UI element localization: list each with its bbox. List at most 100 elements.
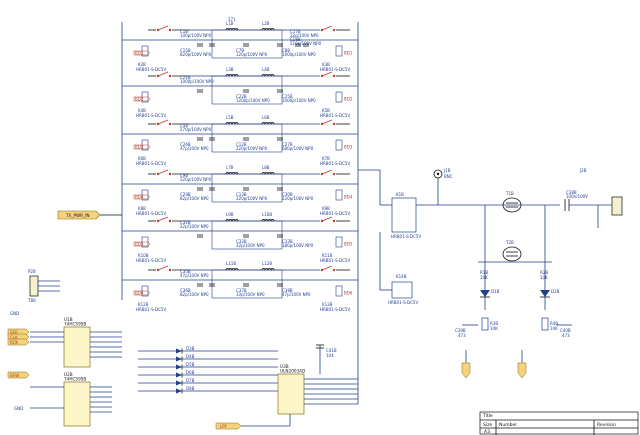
out-conn-ref: J2B bbox=[579, 168, 587, 173]
out-cap-val: 100n/100V bbox=[566, 194, 588, 199]
cap-b-ref: C15B bbox=[180, 48, 191, 53]
relay-left-type: HRB01-S-DC5V bbox=[136, 307, 166, 312]
cap-a-val: 100p/100V NP0 bbox=[180, 33, 212, 38]
d2-ref: D2B bbox=[551, 289, 560, 294]
decoup-ref: C41B bbox=[326, 348, 337, 353]
r1-ref: R1B bbox=[480, 270, 488, 275]
d1-ref: D1B bbox=[491, 289, 500, 294]
inductor-ref: L2B bbox=[262, 21, 270, 26]
title-label: Title bbox=[482, 413, 493, 419]
ic-u3b: U3B ULN2003AD C41B 104 LPF bbox=[215, 300, 359, 430]
cap-a-val: 22p/100V NP0 bbox=[180, 224, 209, 229]
cap-d-ref: C8B bbox=[282, 48, 290, 53]
band-net-right: BD3 bbox=[344, 145, 353, 150]
relay-right-ref: K11B bbox=[322, 253, 333, 258]
relay-left-type: HRB01-S-DC5V bbox=[136, 258, 166, 263]
output-connector-icon bbox=[611, 196, 623, 216]
input-net-label: TX_PWR_IN bbox=[65, 213, 90, 218]
decoup-val: 104 bbox=[326, 353, 334, 358]
cap-c-ref: C37B bbox=[236, 288, 247, 293]
cap-b-val: 82p/100V NP0 bbox=[180, 292, 209, 297]
r4-val: 10K bbox=[550, 326, 558, 331]
cap-b-ref: C26B bbox=[180, 142, 191, 147]
relay-left-ref: K6B bbox=[138, 156, 146, 161]
inductor-ref: L6B bbox=[262, 115, 270, 120]
cap-c-val: 220p/100V NP0 bbox=[236, 146, 268, 151]
diode-ref: D8B bbox=[186, 386, 195, 391]
cap-d-val: 220p/100V NP0 bbox=[282, 196, 314, 201]
relay-right-ref: K7B bbox=[322, 156, 330, 161]
band-net-left: BD4 bbox=[135, 195, 144, 200]
relay-coil-icon bbox=[335, 45, 343, 57]
pwr-gnd-label: GND bbox=[10, 311, 19, 316]
cap-b-ref: C29B bbox=[180, 192, 191, 197]
u1-type: 74HC595B bbox=[64, 322, 86, 327]
size-value: A3 bbox=[484, 429, 490, 435]
bypass-relay2-ref: K14B bbox=[396, 274, 407, 279]
relay-left-type: HRB01-S-DC5V bbox=[136, 161, 166, 166]
diode-icon bbox=[176, 372, 182, 378]
cap-f-ref: C18B bbox=[290, 37, 301, 42]
cap-c-ref: C32B bbox=[236, 239, 247, 244]
diode-d1-icon bbox=[480, 290, 490, 297]
diode-icon bbox=[176, 380, 182, 386]
inductor-ref: L8B bbox=[262, 165, 270, 170]
inductor-val: 271 bbox=[228, 17, 236, 22]
band-net-right: BD4 bbox=[344, 195, 353, 200]
relay-left-type: HRB01-S-DC5V bbox=[136, 211, 166, 216]
cap-d-ref: C27B bbox=[282, 142, 293, 147]
inductor-icon bbox=[270, 74, 275, 77]
band-net-left: BD1 bbox=[135, 51, 144, 56]
cap-d-val: 1000p/100V NP0 bbox=[282, 52, 316, 57]
cap-e-ref: C17B bbox=[290, 29, 301, 34]
u2-ref: U2B bbox=[64, 372, 73, 377]
cap-b-val: 82p/100V NP0 bbox=[180, 196, 209, 201]
relay-coil-icon bbox=[335, 189, 343, 201]
r1-val: 10K bbox=[480, 275, 488, 280]
jack-type: BNC bbox=[444, 174, 453, 179]
rck-net: RCK bbox=[10, 340, 18, 345]
c39-ref: C39B bbox=[455, 328, 466, 333]
cap-d-val: 1000p/100V NP0 bbox=[282, 98, 316, 103]
inductor-icon bbox=[234, 219, 239, 222]
cap-c-ref: C13B bbox=[236, 192, 247, 197]
relay-coil-icon bbox=[335, 236, 343, 248]
ser-net: SER bbox=[10, 330, 18, 335]
inductor-icon bbox=[270, 219, 275, 222]
cap-a-val: 220p/100V NP0 bbox=[180, 177, 212, 182]
relay-right-type: HRB01-S-DC5V bbox=[320, 113, 350, 118]
cap-c-val: 120p/100V NP0 bbox=[236, 52, 268, 57]
net-port-right-icon bbox=[517, 362, 527, 379]
relay-left-ref: K12B bbox=[138, 302, 149, 307]
inductor-ref: L7B bbox=[226, 165, 234, 170]
cap-d-val: 47p/100V NP0 bbox=[282, 292, 311, 297]
net-port-left-icon bbox=[461, 362, 471, 379]
cap-d-val: 180p/100V NP0 bbox=[282, 243, 314, 248]
transformer-t2-icon bbox=[502, 246, 522, 262]
relay-left-ref: K2B bbox=[138, 62, 146, 67]
c40-val: 473 bbox=[562, 333, 570, 338]
diode-ref: D4B bbox=[186, 354, 195, 359]
cap-a-ref: C1B bbox=[180, 29, 188, 34]
pwr-label: TB6 bbox=[27, 298, 36, 303]
inductor-icon bbox=[234, 172, 239, 175]
inductor-icon bbox=[234, 28, 239, 31]
t2-ref: T2B bbox=[505, 240, 514, 245]
cap-d-ref: C33B bbox=[282, 239, 293, 244]
band-net-left: BD2 bbox=[135, 97, 144, 102]
cap-c-val: 1200p/100V NP0 bbox=[236, 98, 270, 103]
u1-ref: U1B bbox=[64, 317, 73, 322]
revision-label: Revision bbox=[597, 422, 616, 428]
cap-c-val: 10p/100V NP0 bbox=[236, 292, 265, 297]
cap-b-val: 820p/100V NP0 bbox=[180, 52, 212, 57]
band-net-left: BD5 bbox=[135, 242, 144, 247]
inductor-ref: L10B bbox=[262, 212, 272, 217]
bypass-relay-ref: K1B bbox=[396, 192, 404, 197]
inductor-icon bbox=[234, 268, 239, 271]
title-block: Title Size A3 Number Revision bbox=[479, 411, 639, 435]
diode-ref: D3B bbox=[186, 346, 195, 351]
power-connector: P2B TB6 GND bbox=[10, 269, 60, 316]
inductor-ref: L5B bbox=[226, 115, 234, 120]
